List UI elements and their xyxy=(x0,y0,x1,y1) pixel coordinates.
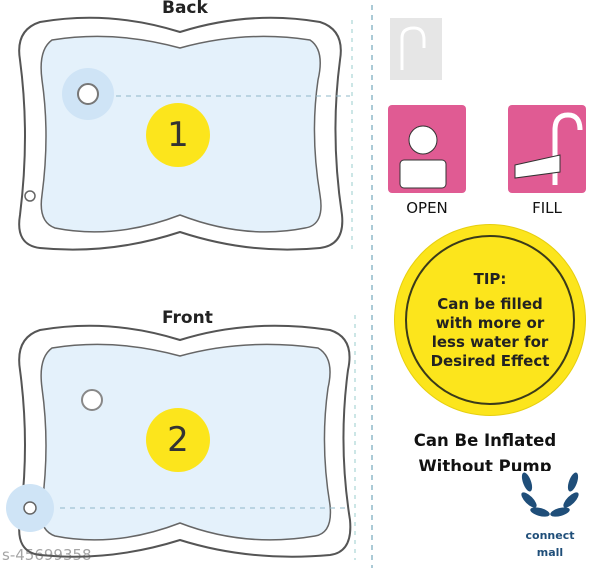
valve-icon xyxy=(81,389,103,411)
fill-label: FILL xyxy=(532,199,562,217)
connect-mall-logo-icon xyxy=(521,472,579,517)
cap-icon xyxy=(23,501,37,515)
tip-line: Can be filled xyxy=(437,294,543,313)
tip-line: Desired Effect xyxy=(430,351,550,370)
cap-open-icon xyxy=(408,125,438,155)
watermark: s-45699358 xyxy=(2,546,92,564)
mat-number-2: 2 xyxy=(167,420,189,460)
open-label: OPEN xyxy=(406,199,448,217)
back-mat xyxy=(18,16,350,251)
tip-line: with more or xyxy=(435,313,545,332)
cap-icon xyxy=(24,190,36,202)
inflate-line-1: Can Be Inflated xyxy=(413,431,557,450)
tip-line: less water for xyxy=(431,332,549,351)
faucet-fill-icon xyxy=(552,112,583,185)
logo-text: mall xyxy=(536,546,564,559)
mat-number-1: 1 xyxy=(167,115,189,155)
logo-text: connect xyxy=(525,529,575,542)
valve-icon xyxy=(77,83,99,105)
back-label: Back xyxy=(162,0,208,18)
inflate-line-2: Without Pump xyxy=(418,457,552,471)
front-mat xyxy=(6,324,352,558)
connect-mall-logo: connect mall xyxy=(515,527,585,561)
tip-title: TIP: xyxy=(473,269,507,288)
front-label: Front xyxy=(162,308,213,328)
tip-badge: TIP: Can be filled with more or less wat… xyxy=(395,225,585,415)
